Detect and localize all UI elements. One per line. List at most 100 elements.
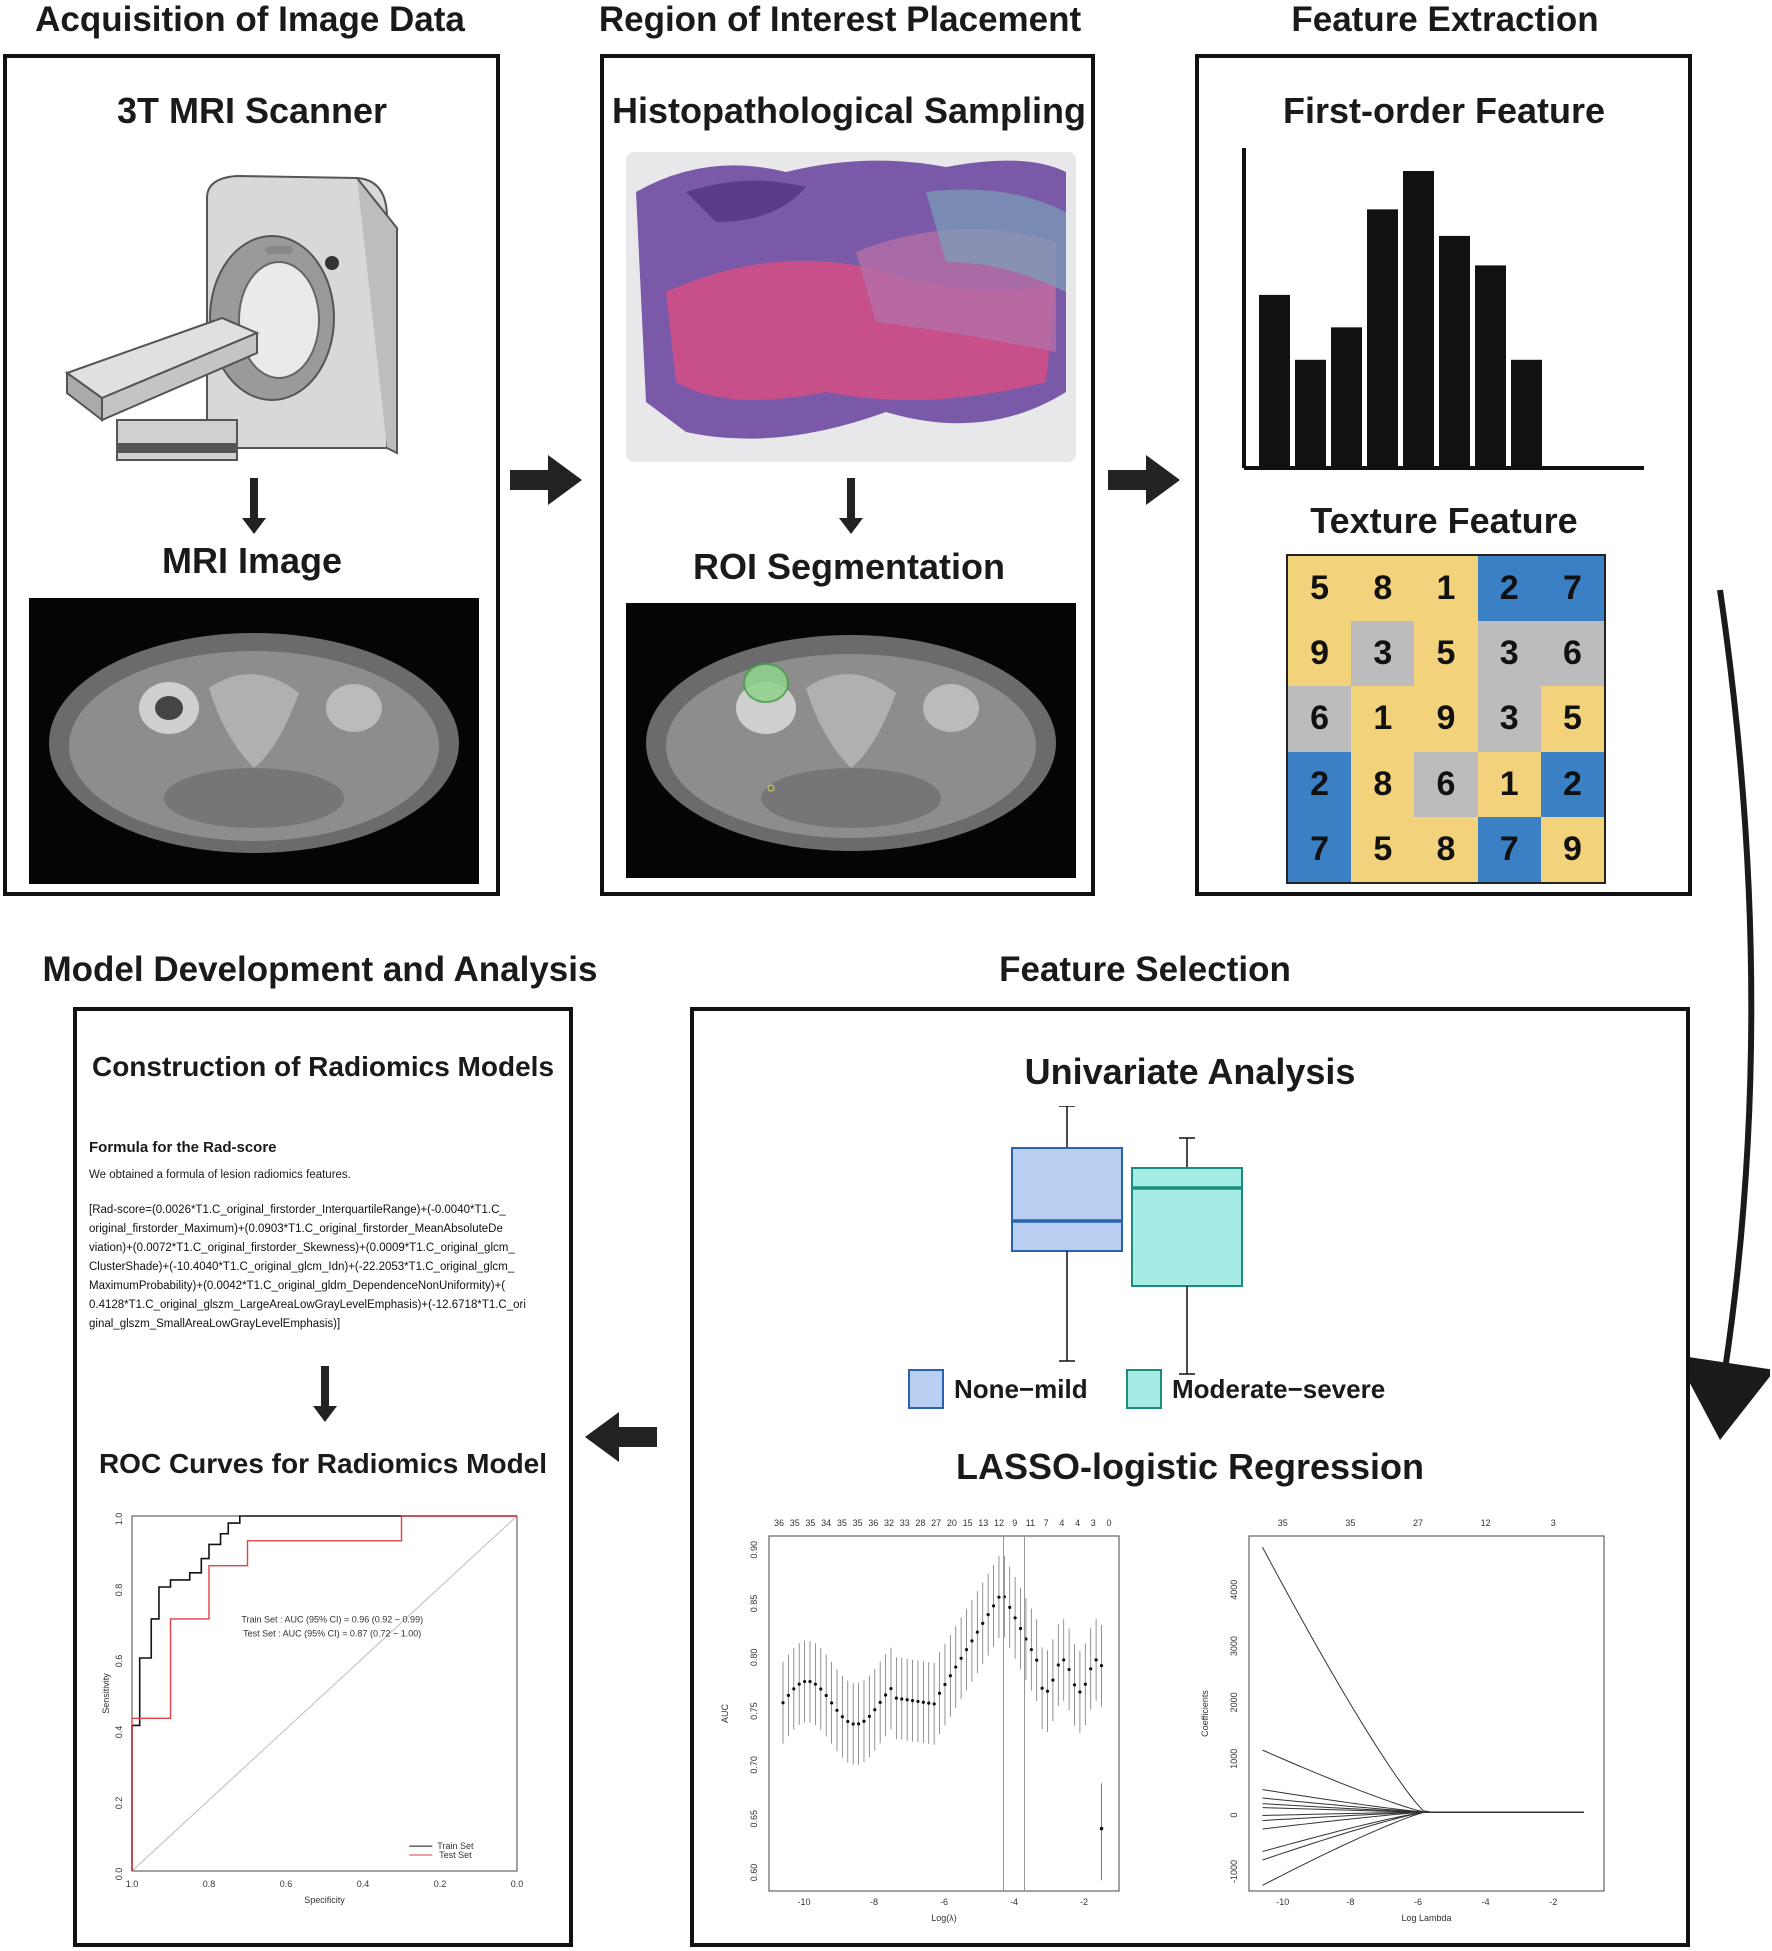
cv-top-tick: 35 — [853, 1518, 863, 1528]
cv-point — [916, 1699, 920, 1704]
coef-top-tick: 35 — [1345, 1518, 1355, 1528]
cv-point — [1051, 1678, 1055, 1682]
cv-point — [829, 1701, 834, 1705]
cv-top-tick: 3 — [1091, 1518, 1096, 1528]
cv-point — [959, 1656, 963, 1660]
cv-top-tick: 36 — [868, 1518, 878, 1528]
cv-point — [1029, 1647, 1033, 1652]
cv-top-tick: 15 — [963, 1518, 973, 1528]
cv-top-tick: 33 — [900, 1518, 910, 1528]
cv-top-tick: 32 — [884, 1518, 894, 1528]
roc-train-curve — [131, 1515, 517, 1871]
roc-label: ROC Curves for Radiomics Model — [98, 1448, 548, 1479]
cv-frame — [768, 1535, 1120, 1892]
texture-cell: 9 — [1540, 816, 1604, 882]
mri-image-label: MRI Image — [161, 540, 343, 581]
cv-point — [894, 1696, 898, 1700]
cv-point — [900, 1697, 904, 1701]
texture-cell: 1 — [1351, 686, 1415, 752]
cv-point — [1018, 1626, 1023, 1631]
cv-x-tick: -2 — [1080, 1897, 1088, 1907]
mri-scanner-icon — [64, 174, 398, 461]
cv-point — [964, 1647, 969, 1652]
cv-point — [997, 1595, 1001, 1599]
histogram-bar — [1403, 171, 1434, 466]
cv-point — [819, 1687, 823, 1691]
roc-y-tick: 0.4 — [114, 1726, 124, 1739]
texture-cell: 9 — [1288, 621, 1352, 687]
coef-x-tick: -6 — [1414, 1897, 1422, 1907]
cv-point — [937, 1691, 942, 1695]
texture-cell: 5 — [1288, 556, 1352, 622]
cv-point — [1078, 1690, 1082, 1694]
texture-cell: 3 — [1351, 621, 1415, 687]
cv-point — [921, 1700, 925, 1704]
cv-point — [813, 1682, 817, 1686]
coef-y-tick: 4000 — [1229, 1580, 1239, 1600]
legend-label-moderate-severe: Moderate−severe — [1172, 1373, 1386, 1404]
cv-point — [856, 1722, 861, 1726]
cv-top-tick: 35 — [837, 1518, 847, 1528]
texture-cell: 1 — [1477, 751, 1541, 817]
histogram-bar — [1295, 359, 1326, 466]
cv-point — [883, 1693, 888, 1697]
texture-cell: 8 — [1414, 816, 1478, 882]
roc-y-tick: 0.2 — [114, 1797, 124, 1810]
cv-point — [1056, 1663, 1060, 1667]
texture-cell: 3 — [1477, 686, 1541, 752]
cv-x-tick: -4 — [1010, 1897, 1018, 1907]
cv-point — [1045, 1689, 1050, 1693]
coef-top-tick: 35 — [1278, 1518, 1288, 1528]
cv-point — [824, 1693, 828, 1698]
texture-cell: 5 — [1540, 686, 1604, 752]
histogram-bar — [1331, 327, 1362, 466]
cv-point — [991, 1604, 996, 1608]
roc-x-label: Specificity — [304, 1895, 345, 1905]
histogram-bar — [1439, 235, 1470, 466]
box-body — [1131, 1167, 1243, 1287]
cv-point — [797, 1682, 801, 1686]
coef-frame — [1248, 1535, 1605, 1892]
texture-cell: 2 — [1540, 751, 1604, 817]
coef-y-label: Coefficients — [1200, 1690, 1210, 1737]
formula-line: 0.4128*T1.C_original_glszm_LargeAreaLowG… — [89, 1299, 526, 1311]
cv-top-tick: 35 — [805, 1518, 815, 1528]
coef-top-tick: 27 — [1413, 1518, 1423, 1528]
cv-point — [862, 1719, 866, 1723]
down-arrow-icon-3 — [313, 1366, 337, 1422]
roi-title: Region of Interest Placement — [598, 0, 1082, 39]
feature-selection-title: Feature Selection — [999, 950, 1291, 989]
scanner-label: 3T MRI Scanner — [116, 90, 388, 131]
legend-none-mild: None−mild — [908, 1369, 1088, 1409]
cv-top-tick: 35 — [790, 1518, 800, 1528]
cv-point — [1008, 1605, 1012, 1609]
cv-point — [878, 1700, 882, 1704]
first-order-histogram — [1242, 148, 1644, 470]
coef-y-tick: 1000 — [1229, 1749, 1239, 1769]
formula-line: MaximumProbability)+(0.0042*T1.C_origina… — [89, 1280, 506, 1292]
texture-cell: 7 — [1540, 556, 1604, 622]
roc-y-tick: 1.0 — [114, 1513, 124, 1526]
texture-cell: 8 — [1351, 556, 1415, 622]
roc-y-tick: 0.6 — [114, 1655, 124, 1668]
cv-top-tick: 13 — [978, 1518, 988, 1528]
coef-x-tick: -8 — [1346, 1897, 1354, 1907]
roc-x-tick: 0.0 — [511, 1879, 524, 1889]
cv-point — [1094, 1658, 1098, 1662]
coef-path — [1262, 1811, 1584, 1886]
roi-segmentation-image — [626, 603, 1076, 878]
coef-x-tick: -10 — [1276, 1897, 1289, 1907]
cv-y-label: AUC — [720, 1704, 730, 1724]
right-arrow-icon — [510, 455, 582, 510]
cv-y-tick: 0.70 — [749, 1756, 759, 1774]
legend-swatch-moderate-severe — [1126, 1369, 1162, 1409]
legend-swatch-none-mild — [908, 1369, 944, 1409]
mri-image — [29, 598, 479, 884]
cv-top-tick: 34 — [821, 1518, 831, 1528]
coef-y-tick: 0 — [1229, 1813, 1239, 1818]
texture-cell: 3 — [1477, 621, 1541, 687]
texture-cell: 8 — [1351, 751, 1415, 817]
roc-x-tick: 1.0 — [126, 1879, 139, 1889]
